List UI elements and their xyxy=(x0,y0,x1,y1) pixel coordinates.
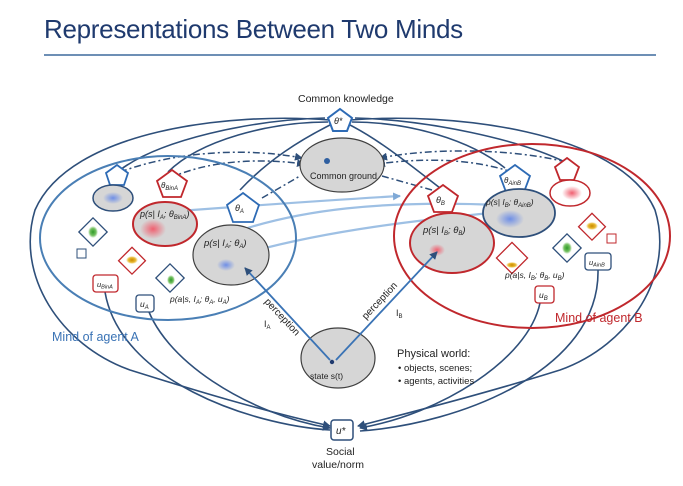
arc-ua-to-social xyxy=(144,299,331,431)
common-ground-node xyxy=(299,137,385,193)
belief-a-node xyxy=(192,224,270,286)
arc-ck-to-a-pent xyxy=(119,117,326,171)
u-a-label: uA xyxy=(140,299,149,311)
u-b-box xyxy=(534,285,555,304)
common-knowledge-symbol: θ* xyxy=(334,116,343,126)
social-label-line2: value/norm xyxy=(312,459,364,471)
dash-thetaA xyxy=(261,175,301,199)
link-arcs xyxy=(29,117,661,432)
dash-b-pent xyxy=(379,150,567,163)
arc-ck-to-b-pent xyxy=(354,117,566,163)
arc-ck-to-b-thetaB xyxy=(347,123,441,189)
u-ainb-box xyxy=(584,252,612,271)
u-bina-box xyxy=(92,274,119,293)
state-label: state s(t) xyxy=(310,371,343,381)
theta-a-pentagon xyxy=(225,191,261,223)
dash-b-theta xyxy=(377,159,513,173)
arc-ubina-to-social xyxy=(104,291,331,431)
dash-a-pent xyxy=(119,151,303,173)
u-ainb-label: uAinB xyxy=(589,258,605,269)
state-dot xyxy=(329,359,335,365)
mind-a-boundary xyxy=(39,155,297,321)
perception-b-label: perception xyxy=(360,280,400,322)
perception-b-symbol: IB xyxy=(396,308,403,320)
u-a-box xyxy=(135,294,155,313)
arc-ub-to-social xyxy=(359,302,541,431)
u-b-label: uB xyxy=(539,290,548,302)
common-knowledge-pentagon xyxy=(326,107,354,132)
theta-ainb-label: θAinB xyxy=(504,176,521,187)
physical-world-heading: Physical world: xyxy=(397,348,470,360)
belief-a-label: p(s| IA; θA) xyxy=(203,238,247,250)
dash-thetaB xyxy=(381,175,433,191)
social-symbol: u* xyxy=(336,426,347,437)
theta-b-pentagon xyxy=(426,183,460,213)
mind-b-boundary xyxy=(393,143,671,329)
perception-a-label: perception xyxy=(262,297,302,339)
theta-bina-pentagon xyxy=(155,168,189,198)
mind-b-label: Mind of agent B xyxy=(555,311,643,325)
policy-a-label: p(a|s, IA; θA, uA) xyxy=(169,294,230,306)
u-bina-label: uBinA xyxy=(97,280,113,291)
belief-b-node xyxy=(409,212,495,274)
slide-title: Representations Between Two Minds xyxy=(44,14,463,44)
common-knowledge-label: Common knowledge xyxy=(298,93,394,105)
theta-a-label: θA xyxy=(235,203,244,215)
a-ck-pentagon xyxy=(104,163,130,186)
dash-a-theta xyxy=(169,159,305,179)
arc-ck-to-a-theta xyxy=(167,121,329,173)
theta-b-label: θB xyxy=(436,195,445,207)
physical-world-bullet-2: • agents, activities xyxy=(398,376,474,387)
perception-arrows xyxy=(244,251,438,361)
b-policy-diamond xyxy=(495,241,529,275)
a-small-square xyxy=(76,248,87,259)
theta-bina-label: θBinA xyxy=(161,181,178,192)
belief-b-label: p(s| IB; θB) xyxy=(422,225,466,237)
arc-outer-left xyxy=(29,117,331,429)
common-ground-label: Common ground xyxy=(310,171,377,181)
common-ground-dot xyxy=(324,158,330,164)
arc-ck-to-b-theta xyxy=(351,121,506,169)
social-box xyxy=(330,419,354,441)
b-ck-pentagon xyxy=(553,156,581,181)
arc-ck-to-a-thetaA xyxy=(239,123,333,191)
mind-a-label: Mind of agent A xyxy=(52,330,140,344)
social-label-line1: Social xyxy=(326,446,355,458)
title-rule xyxy=(44,54,656,56)
physical-world-bullet-1: • objects, scenes; xyxy=(398,363,472,374)
arc-uainb-to-social xyxy=(359,269,599,432)
perception-a-symbol: IA xyxy=(264,319,271,331)
b-small-square xyxy=(606,233,617,244)
policy-b-label: p(a|s, IB; θB, uB) xyxy=(504,270,565,282)
common-ground-links xyxy=(119,150,567,199)
